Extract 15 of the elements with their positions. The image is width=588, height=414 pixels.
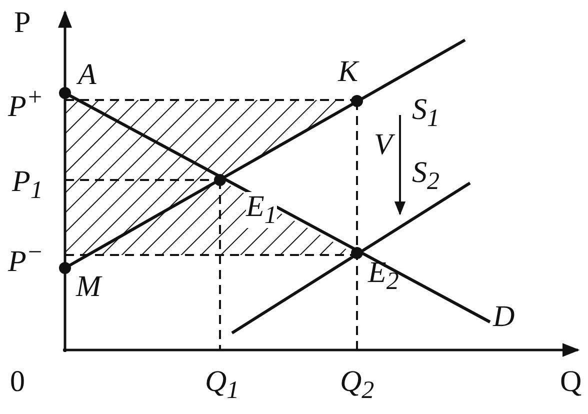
point-label: K bbox=[338, 57, 358, 87]
price-label: P$^{+}$ bbox=[8, 85, 44, 122]
price-label: P$^{−}$ bbox=[8, 240, 44, 277]
price-label: P$_{1}$ bbox=[12, 167, 43, 203]
point-label: A bbox=[78, 60, 96, 90]
axis-label: P bbox=[14, 8, 31, 38]
quantity-label: Q$_{1}$ bbox=[205, 367, 240, 403]
curve-label: S$_{2}$ bbox=[412, 158, 440, 194]
axis-label: Q bbox=[560, 367, 582, 397]
origin-label: 0 bbox=[10, 367, 25, 397]
point-label: E$_{1}$ bbox=[246, 192, 277, 228]
point-label: M bbox=[76, 272, 101, 302]
quantity-label: Q$_{2}$ bbox=[340, 367, 374, 403]
curve-label: S$_{1}$ bbox=[412, 95, 440, 131]
curve-label: D bbox=[493, 302, 515, 332]
